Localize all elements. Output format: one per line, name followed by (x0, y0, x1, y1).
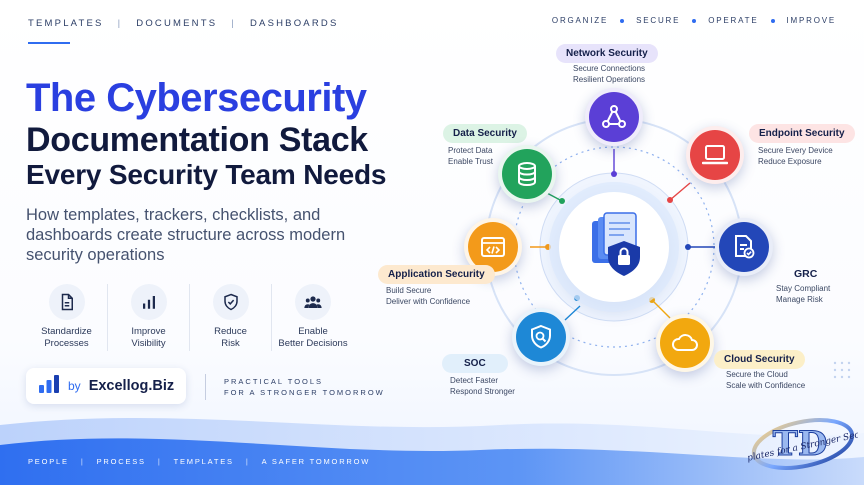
shield-check-icon (212, 284, 249, 320)
tag-organize: ORGANIZE (551, 16, 609, 25)
code-window-icon (481, 237, 505, 257)
grc-desc: Stay Compliant Manage Risk (776, 284, 831, 304)
cloud-security-node[interactable] (656, 314, 714, 372)
endpoint-security-desc: Secure Every Device Reduce Exposure (758, 146, 833, 166)
shield-search-icon (531, 324, 551, 349)
application-security-desc: Build Secure Deliver with Confidence (386, 286, 471, 306)
benefit-label: Standardize Processes (41, 326, 92, 350)
cloud-security-desc: Secure the Cloud Scale with Confidence (726, 370, 806, 390)
page-title: The Cybersecurity Documentation Stack Ev… (26, 76, 386, 190)
bar-chart-logo-icon (38, 374, 60, 399)
footer-templates: TEMPLATES (173, 457, 234, 466)
grc-node[interactable] (715, 218, 773, 276)
tag-dot (620, 18, 625, 23)
benefit-decisions: Enable Better Decisions (272, 284, 354, 351)
subtitle: How templates, trackers, checklists, and… (26, 206, 346, 264)
benefit-visibility: Improve Visibility (108, 284, 190, 351)
network-security-label: Network Security (556, 44, 658, 63)
tag-improve: IMPROVE (786, 16, 836, 25)
network-security-node[interactable] (585, 88, 643, 146)
cloud-security-label: Cloud Security (714, 350, 805, 369)
benefit-standardize: Standardize Processes (26, 284, 108, 351)
title-line-2: Documentation Stack (26, 120, 368, 159)
compliance-doc-icon (735, 235, 755, 259)
benefit-label: Reduce Risk (214, 326, 247, 350)
documents-lock-icon (592, 212, 640, 276)
nav-separator: | (117, 18, 123, 29)
data-security-node[interactable] (498, 145, 556, 203)
benefit-risk: Reduce Risk (190, 284, 272, 351)
bar-chart-icon (130, 284, 167, 320)
security-stack-diagram: Network Security Secure Connections Resi… (370, 0, 864, 485)
soc-label: SOC (442, 354, 508, 373)
top-nav: TEMPLATES | DOCUMENTS | DASHBOARDS (28, 18, 338, 29)
central-documents-lock (559, 192, 669, 302)
tag-operate: OPERATE (708, 16, 759, 25)
soc-desc: Detect Faster Respond Stronger (450, 376, 515, 396)
footer-separator: | (80, 457, 85, 466)
document-icon (48, 284, 85, 320)
nav-documents[interactable]: DOCUMENTS (136, 18, 218, 29)
cloud-icon (672, 334, 698, 351)
value-tags: ORGANIZE SECURE OPERATE IMPROVE (552, 16, 836, 25)
grc-label: GRC (794, 268, 818, 280)
database-icon (518, 162, 536, 187)
data-security-label: Data Security (443, 124, 527, 143)
title-line-1: The Cybersecurity (26, 76, 367, 120)
nav-separator: | (231, 18, 236, 29)
network-icon (602, 105, 626, 128)
footer-people: PEOPLE (28, 457, 69, 466)
tag-secure: SECURE (636, 16, 681, 25)
tag-dot (692, 18, 697, 23)
tag-dot (770, 18, 775, 23)
nav-dashboards[interactable]: DASHBOARDS (249, 18, 339, 29)
application-security-label: Application Security (378, 265, 495, 284)
footer-safer: A SAFER TOMORROW (261, 457, 371, 466)
tagline: PRACTICAL TOOLS FOR A STRONGER TOMORROW (224, 377, 385, 397)
title-line-3: Every Security Team Needs (26, 158, 387, 190)
footer: PEOPLE | PROCESS | TEMPLATES | A SAFER T… (28, 457, 370, 466)
templates-stamp-logo: TD Templates for a Stronger Security (748, 418, 858, 470)
footer-separator: | (245, 457, 250, 466)
brand-by: by (68, 379, 81, 393)
laptop-icon (702, 145, 728, 165)
endpoint-security-node[interactable] (686, 126, 744, 184)
network-security-desc: Secure Connections Resilient Operations (573, 64, 646, 84)
team-icon (295, 284, 331, 320)
soc-node[interactable] (512, 308, 570, 366)
svg-text:TD: TD (773, 424, 828, 464)
data-security-desc: Protect Data Enable Trust (448, 146, 493, 166)
endpoint-security-label: Endpoint Security (749, 124, 855, 143)
benefit-label: Enable Better Decisions (278, 326, 348, 350)
brand-name: Excellog.Biz (88, 378, 175, 394)
footer-process: PROCESS (96, 457, 146, 466)
brand-badge[interactable]: by Excellog.Biz (26, 368, 186, 404)
decorative-dots (833, 361, 851, 379)
nav-active-underline (28, 42, 70, 44)
nav-templates[interactable]: TEMPLATES (28, 18, 104, 29)
footer-separator: | (157, 457, 162, 466)
brand-divider (205, 374, 206, 400)
benefits-row: Standardize Processes Improve Visibility… (26, 284, 354, 351)
benefit-label: Improve Visibility (131, 326, 166, 350)
bottom-wave (0, 417, 864, 485)
